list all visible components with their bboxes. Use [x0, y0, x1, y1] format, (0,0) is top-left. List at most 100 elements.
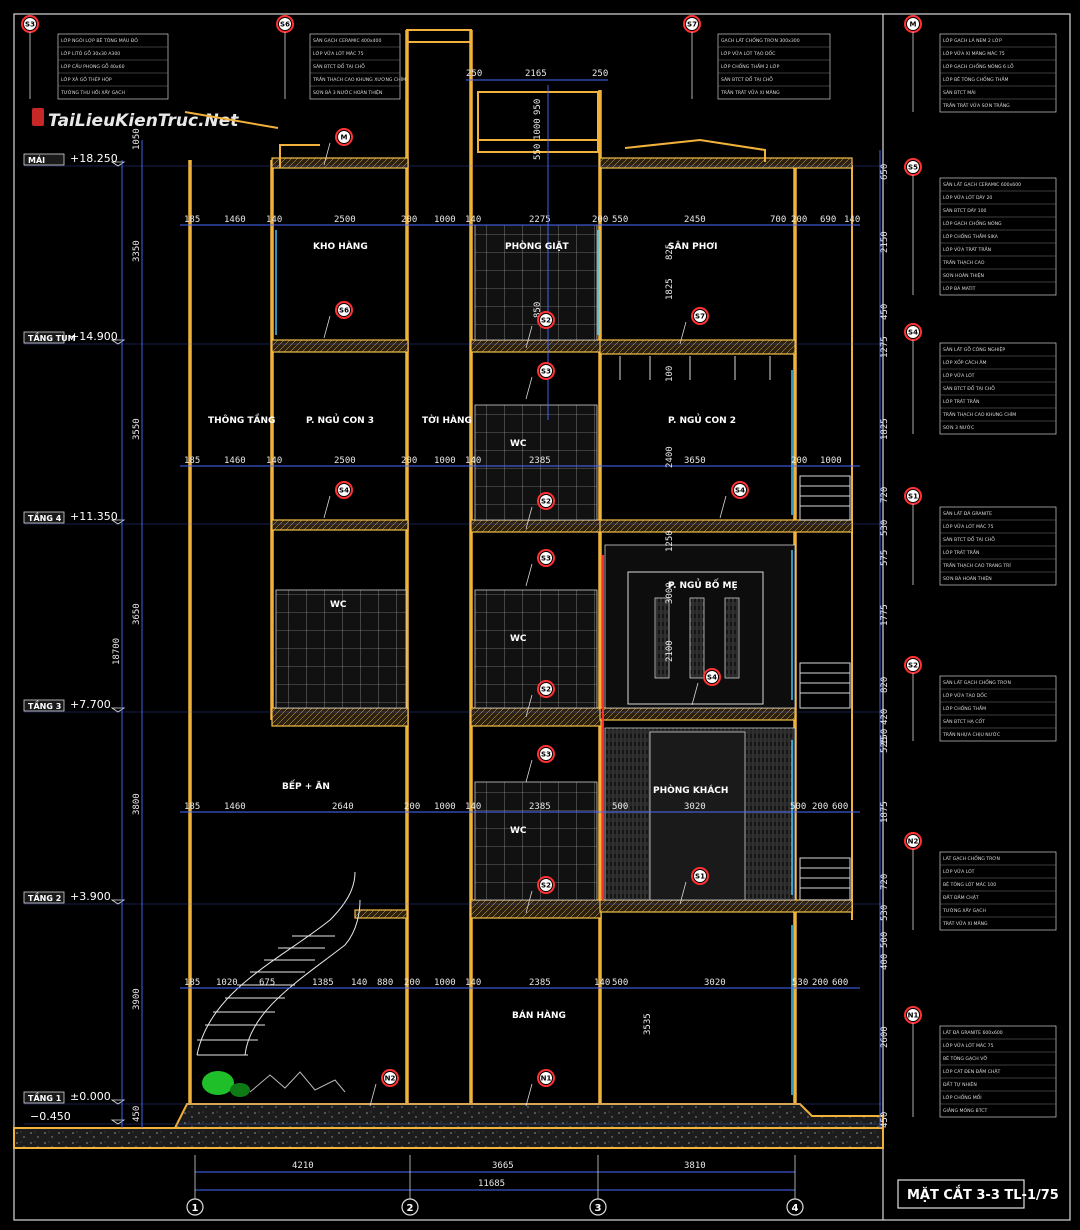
note-text: SÀN BTCT ĐỔ TẠI CHỖ: [943, 384, 995, 392]
note-tag-label: S5: [908, 164, 918, 172]
dim-value: 140: [266, 215, 282, 225]
dim-left-3: 3550: [132, 418, 142, 440]
dim-right-value: 400: [880, 954, 890, 970]
note-text: LỚP VỮA LÓT MÁC 75: [313, 50, 364, 57]
dim-value: 200: [401, 456, 417, 466]
note-text: SÀN BTCT DÀY 100: [943, 207, 987, 214]
note-text: SÀN BTCT MÁI: [943, 89, 976, 96]
dim-value: 1000: [434, 215, 456, 225]
grid-axis-3-label: 3: [595, 1203, 602, 1214]
note-text: SÀN LÁT GỖ CÔNG NGHIỆP: [943, 345, 1005, 353]
section-tag: S2: [525, 311, 555, 349]
tag-leader: [525, 325, 533, 349]
note-text: LỚP VỮA LÓT: [943, 868, 975, 875]
section-tag: S4: [691, 668, 721, 706]
tag-leader: [525, 694, 533, 718]
balcony-rail-f2: [799, 857, 851, 901]
left-dimensions: 18700 1050 3350 3550 3650 3800 3900 450: [112, 128, 143, 1128]
note-tag-label: M: [910, 21, 917, 29]
note-text: LỚP LITÔ GỖ 30x30 A300: [61, 49, 120, 57]
title-box: [897, 1179, 1025, 1209]
dim-value: 600: [832, 802, 848, 812]
level-value: ±0.000: [70, 1090, 111, 1103]
slab-f3-left: [271, 707, 409, 727]
note-text: LỚP XÀ GỒ THÉP HỘP: [61, 74, 112, 83]
note-text: LỚP GẠCH CHỐNG NÓNG: [943, 219, 1002, 227]
left-roof-parapet: [279, 144, 320, 168]
slab-f2-right: [599, 899, 853, 913]
dim-value: 2450: [684, 215, 706, 225]
tag-leader: [525, 563, 533, 587]
tag-leader: [525, 1083, 533, 1107]
dim-value: 200: [812, 802, 828, 812]
tag-label: N2: [385, 1075, 396, 1083]
dim-value: 140: [465, 456, 481, 466]
drawing-title: MẶT CẮT 3-3 TL-1/75: [907, 1186, 1059, 1203]
level-marker: TẦNG 2+3.900: [23, 890, 883, 905]
tag-label: S2: [541, 686, 551, 694]
dim-left-4: 3650: [132, 603, 142, 625]
dim-center-value: 3000: [665, 582, 675, 604]
dim-value: 880: [377, 978, 393, 988]
section-tag: S1: [679, 867, 709, 905]
tag-leader: [525, 376, 533, 400]
level-name: TẦNG TUM: [28, 331, 76, 343]
slab-roof: [271, 157, 409, 169]
dim-value: 530: [792, 978, 808, 988]
note-text: TRẦN TRÁT VỮA XI MĂNG: [720, 88, 780, 96]
dim-center-value: 950: [533, 99, 543, 115]
dim-value: 1000: [434, 456, 456, 466]
note-text: LỚP XỐP CÁCH ÂM: [943, 358, 987, 366]
section-tag: S6: [323, 301, 353, 339]
room-label: TỜI HÀNG: [422, 414, 472, 426]
dim-value: 700: [770, 215, 786, 225]
dim-value: 1460: [224, 456, 246, 466]
tag-leader: [369, 1083, 377, 1107]
dim-value: 185: [184, 802, 200, 812]
dim-value: 550: [612, 215, 628, 225]
note-text: LÁT ĐÁ GRANITE 600x600: [943, 1029, 1003, 1036]
dim-right-value: 450: [880, 1112, 890, 1128]
dim-value: 675: [259, 978, 275, 988]
dim-center-value: 100: [665, 366, 675, 382]
note-text: LỚP CHỐNG MỐI: [943, 1093, 982, 1101]
dim-value: 2385: [529, 978, 551, 988]
note-text: LỚP VỮA LÓT MÁC 75: [943, 523, 994, 530]
section-tag: N1: [525, 1069, 555, 1107]
dim-right-value: 575: [880, 550, 890, 566]
tag-label: S3: [541, 751, 551, 759]
note-text: LỚP CÁT ĐEN ĐẦM CHẶT: [943, 1067, 1001, 1075]
note-text: SƠN BẢ HOÀN THIỆN: [943, 574, 992, 582]
dim-value: 500: [612, 978, 628, 988]
section-tag: S4: [719, 481, 749, 519]
dim-value: 140: [594, 978, 610, 988]
note-text: LỚP GẠCH CHỐNG NÓNG 6 LỖ: [943, 62, 1014, 70]
dim-left-6: 3900: [132, 988, 142, 1010]
note-box: [309, 33, 401, 100]
note-text: SƠN 3 NƯỚC: [943, 424, 974, 431]
dim-total-height: 18700: [112, 638, 122, 665]
level-name: MÁI: [28, 154, 45, 165]
section-tag: S4: [323, 481, 353, 519]
dim-left-1: 1050: [132, 128, 142, 150]
tag-label: S4: [707, 674, 717, 682]
grid-total: 11685: [478, 1179, 505, 1189]
level-marker: TẦNG 1±0.000: [23, 1090, 883, 1105]
note-text: TRẦN TRÁT VỮA SƠN TRẮNG: [942, 101, 1010, 109]
tag-label: S1: [695, 873, 705, 881]
dim-value: 2500: [334, 456, 356, 466]
room-label: WC: [510, 826, 527, 836]
dim-value: 185: [184, 978, 200, 988]
section-tag: S2: [525, 876, 555, 914]
note-text: LỚP BẢ MATIT: [943, 284, 976, 292]
dim-top-value: 250: [466, 69, 482, 79]
tag-label: S3: [541, 368, 551, 376]
